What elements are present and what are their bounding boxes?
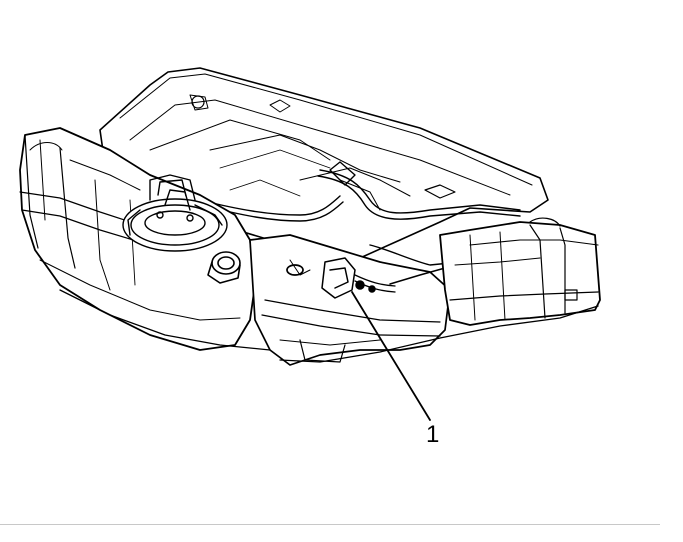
filler-port xyxy=(207,251,241,284)
sensor-connector xyxy=(321,257,461,299)
bottom-divider xyxy=(0,524,660,525)
callout-label-1: 1 xyxy=(426,421,440,448)
tank-right-section xyxy=(439,217,601,326)
fuel-pump-module xyxy=(122,174,228,252)
callout-leader-line xyxy=(351,291,431,421)
fuel-lines xyxy=(199,161,521,266)
mounting-straps xyxy=(59,289,599,363)
tank-center-saddle xyxy=(249,234,451,366)
